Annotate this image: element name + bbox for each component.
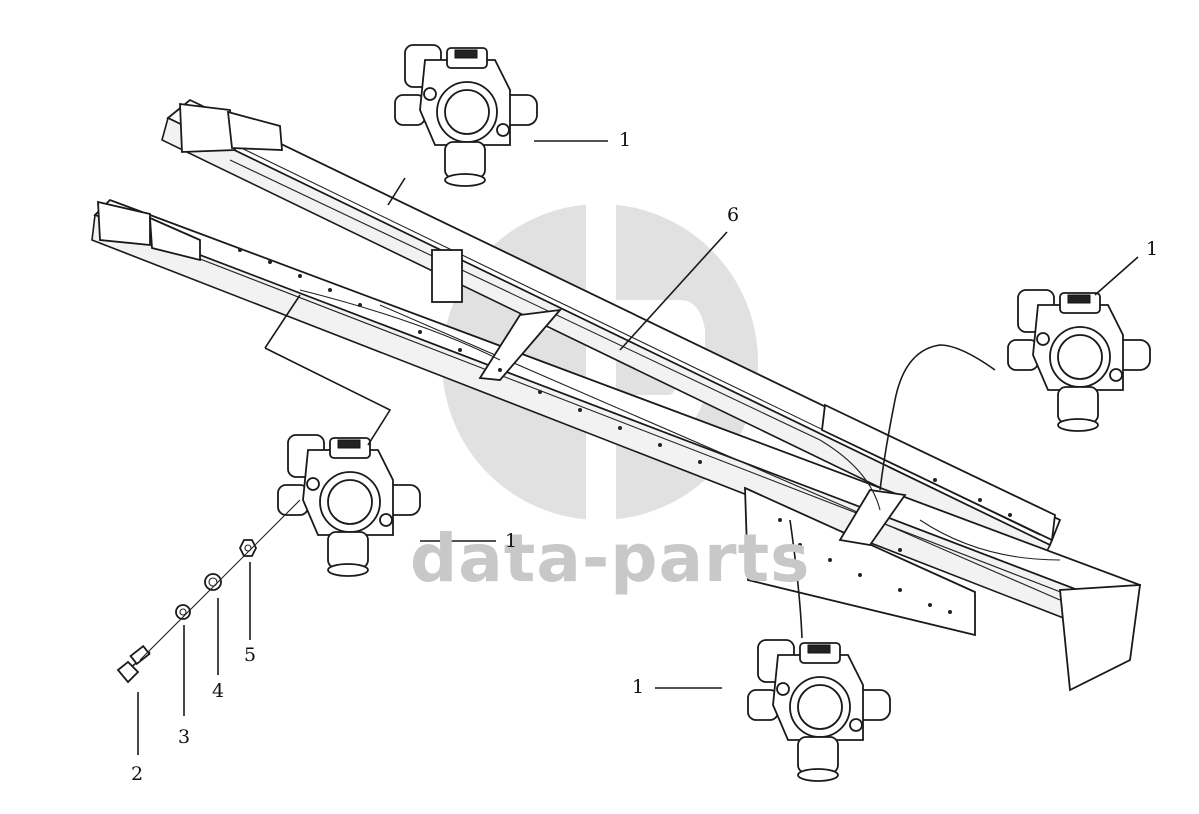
spring-washer <box>204 573 222 591</box>
washer <box>175 604 191 620</box>
callout-3: 3 <box>178 726 191 748</box>
valve-assembly-top <box>394 44 538 187</box>
cross-members <box>299 289 1142 692</box>
callout-1-right: 1 <box>1146 238 1159 260</box>
frame-rivets <box>238 248 1012 614</box>
callout-6: 6 <box>727 204 740 226</box>
assembly-axis-line <box>139 499 301 661</box>
leader-lines <box>137 140 1139 755</box>
valve-assembly-bottom <box>747 639 891 782</box>
upper-frame-rail <box>161 98 1062 567</box>
watermark-text: data-parts <box>410 520 811 597</box>
callout-1-bottom: 1 <box>632 676 645 698</box>
bolt <box>116 644 151 684</box>
callout-1-left: 1 <box>505 530 518 552</box>
callout-2: 2 <box>131 763 144 785</box>
callout-4: 4 <box>212 680 225 702</box>
nut <box>238 539 258 557</box>
valve-assembly-left <box>277 434 421 577</box>
valve-assembly-right <box>1007 289 1151 432</box>
callout-5: 5 <box>244 644 257 666</box>
callout-1-top: 1 <box>619 129 632 151</box>
